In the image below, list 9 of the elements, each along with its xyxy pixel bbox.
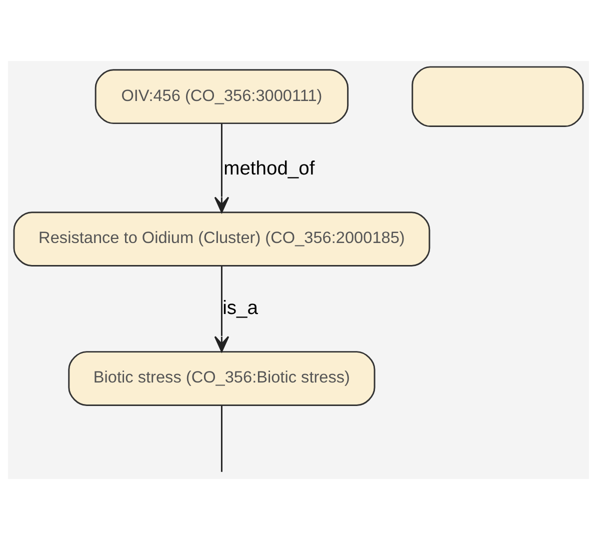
node-box (412, 66, 584, 128)
edge-label: is_a (222, 298, 258, 319)
node-box: Resistance to Oidium (Cluster) (CO_356:2000185) (13, 212, 430, 266)
arrow (214, 266, 230, 352)
node-box: Biotic stress (CO_356:Biotic stress) (68, 351, 376, 406)
edge-label: method_of (224, 158, 315, 180)
connector (220, 406, 222, 472)
node-box: OIV:456 (CO_356:3000111) (94, 69, 349, 124)
arrow (214, 124, 230, 213)
